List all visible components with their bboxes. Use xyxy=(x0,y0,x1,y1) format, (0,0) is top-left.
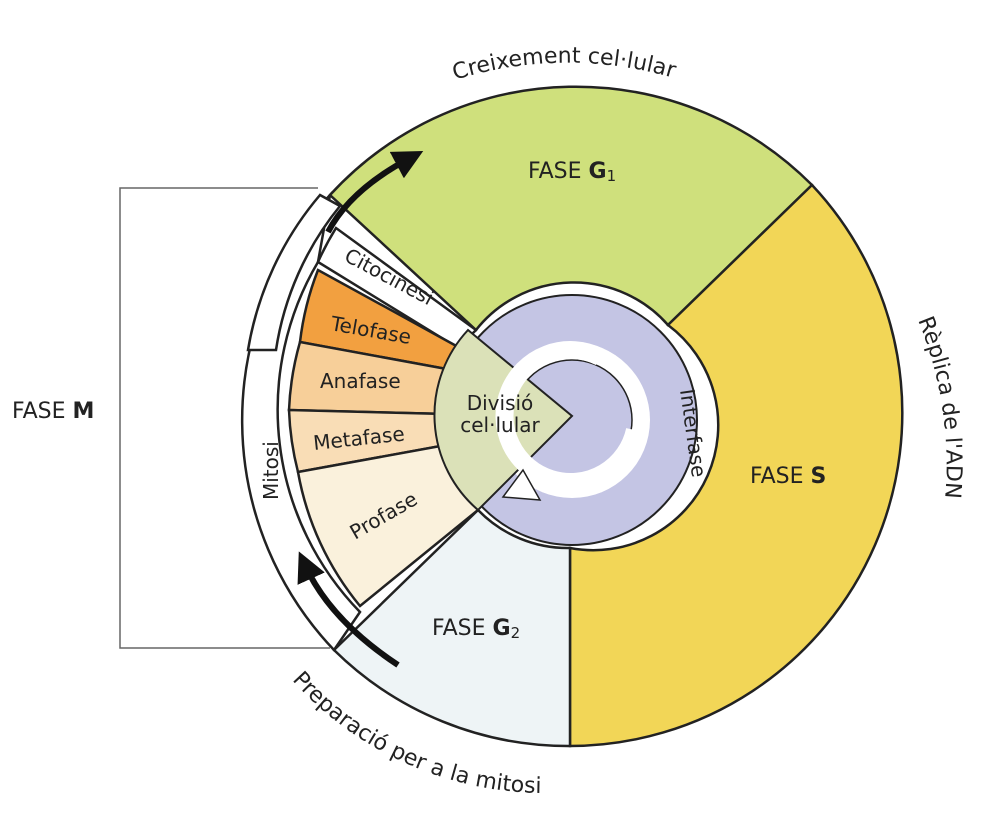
division-label-line2: cel·lular xyxy=(460,413,540,437)
m-label: FASE M xyxy=(12,399,94,424)
circular-arrow-icon xyxy=(495,341,644,501)
g2-sector xyxy=(332,508,572,748)
s-label: FASE S xyxy=(750,464,826,489)
curved-arrow-down-icon xyxy=(297,551,400,668)
division-label-line1: Divisió xyxy=(467,391,534,415)
s-sector xyxy=(568,183,904,748)
profase-sector xyxy=(296,443,480,608)
mitosi-label: Mitosi xyxy=(259,441,283,500)
g1-sector xyxy=(328,85,814,332)
fase-m-bracket xyxy=(119,187,330,649)
replication-label: Rèplica de l'ADN xyxy=(912,313,965,499)
anafase-label: Anafase xyxy=(320,369,401,393)
growth-label: Creixement cel·lular xyxy=(450,44,680,86)
curved-arrow-up-icon xyxy=(325,150,424,234)
mitosi-bracket xyxy=(246,193,342,352)
g1-label: FASE G1 xyxy=(528,159,616,185)
g2-label: FASE G2 xyxy=(432,616,520,642)
